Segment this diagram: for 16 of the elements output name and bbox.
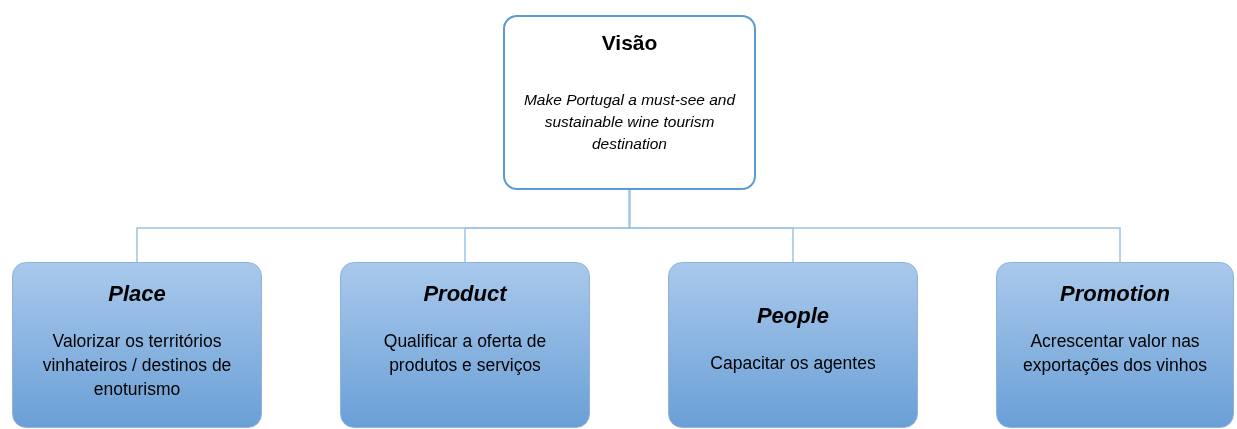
box-description: Qualificar a oferta de produtos e serviços bbox=[382, 330, 548, 377]
pillar-box bbox=[996, 262, 1234, 428]
box-heading: People bbox=[756, 303, 830, 329]
pillar-box bbox=[12, 262, 262, 428]
vision-box bbox=[503, 15, 756, 190]
connector-line bbox=[628, 189, 1121, 263]
box-heading: Promotion bbox=[1060, 281, 1170, 307]
pillar-box bbox=[668, 262, 918, 428]
box-description: Valorizar os territórios vinhateiros / destinos de enoturismo bbox=[41, 330, 233, 401]
box-description: Acrescentar valor nas exportações dos vinhos bbox=[1022, 330, 1208, 377]
pillar-box bbox=[340, 262, 590, 428]
box-heading: Product bbox=[423, 281, 507, 307]
box-description: Make Portugal a must-see and sustainable wine tourism destination bbox=[522, 90, 737, 154]
box-description: Capacitar os agentes bbox=[710, 352, 876, 375]
box-heading: Place bbox=[108, 281, 166, 307]
box-heading: Visão bbox=[601, 31, 658, 55]
